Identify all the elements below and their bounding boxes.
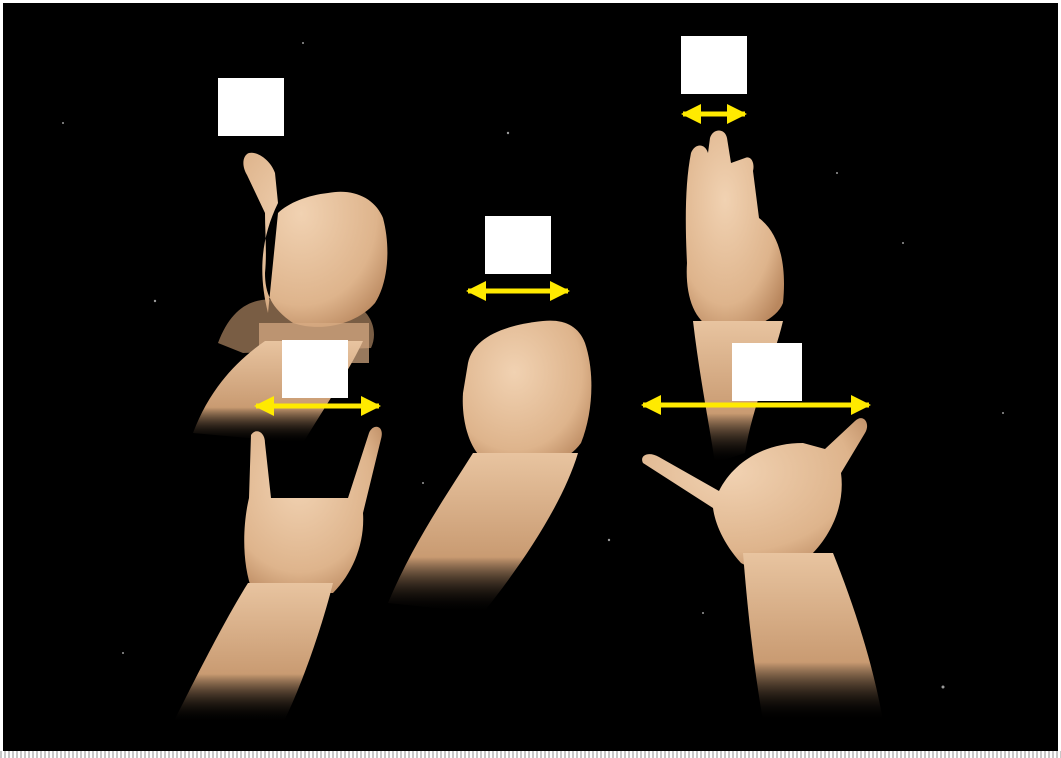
bottom-dotted-border: [0, 751, 1061, 758]
hand-fist: [388, 321, 591, 613]
marker-square: [485, 216, 551, 274]
gesture-illustration: [3, 3, 1058, 751]
marker-square: [732, 343, 802, 401]
hand-two-finger-up: [686, 131, 784, 464]
marker-square: [282, 340, 348, 398]
marker-square: [218, 78, 284, 136]
hand-index-point: [193, 153, 387, 443]
marker-square: [681, 36, 747, 94]
hand-gesture-figure: [3, 3, 1058, 751]
hand-horns: [173, 427, 382, 723]
hand-thumb-pinky-spread: [642, 418, 883, 721]
